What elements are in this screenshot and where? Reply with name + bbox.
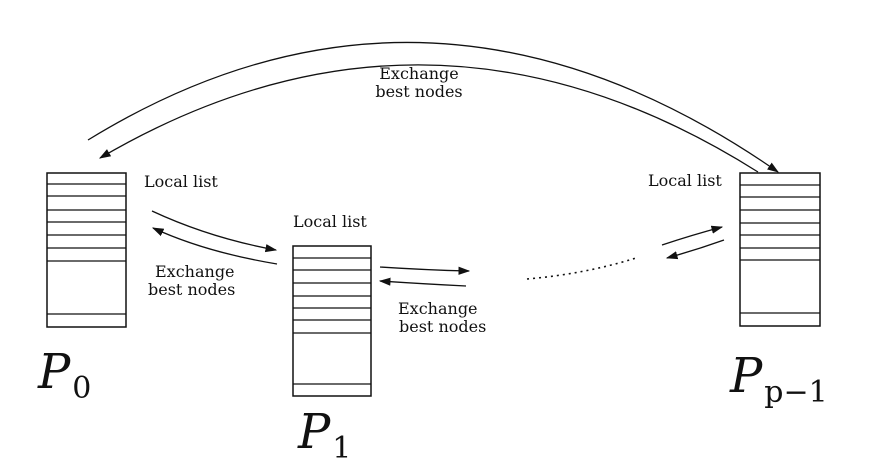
arrow-to-pp [661, 225, 724, 246]
p1-list-box [292, 245, 372, 397]
p0-list-label: Local list [144, 172, 218, 191]
top-arc-inner [98, 64, 759, 173]
p0-list-box [46, 172, 127, 328]
top-exchange-arrows [87, 41, 779, 173]
pp-local-list [739, 172, 821, 327]
exchange-arrows-p1-next [378, 266, 471, 287]
p1-list-label: Local list [293, 212, 367, 231]
exchange-arrows-p0-p1 [151, 210, 278, 265]
arrow-p0-to-p1 [151, 210, 278, 253]
exchange-arrows-near-pp [661, 225, 725, 260]
pp-list-label: Local list [648, 171, 722, 190]
pp-list-box [739, 172, 821, 327]
exchange-mid-line2: best nodes [399, 317, 486, 336]
p1-local-list [292, 245, 372, 397]
arrow-p1-to-next [379, 266, 471, 275]
p0-local-list [46, 172, 127, 328]
exchange-left-line2: best nodes [148, 280, 235, 299]
arrow-from-pp [665, 239, 725, 260]
exchange-left-line1: Exchange [155, 262, 235, 281]
top-exchange-label-line1: Exchange [379, 64, 459, 83]
p0-label: P0 [37, 344, 91, 406]
ellipsis-dotted-line [526, 257, 637, 280]
top-arc-outer [87, 41, 779, 173]
p1-label: P1 [297, 404, 351, 466]
pp-label: Pp−1 [729, 348, 828, 410]
arrow-p1-to-p0 [151, 227, 278, 265]
top-exchange-label-line2: best nodes [375, 82, 462, 101]
arrow-next-to-p1 [378, 277, 467, 287]
exchange-mid-line1: Exchange [398, 299, 478, 318]
